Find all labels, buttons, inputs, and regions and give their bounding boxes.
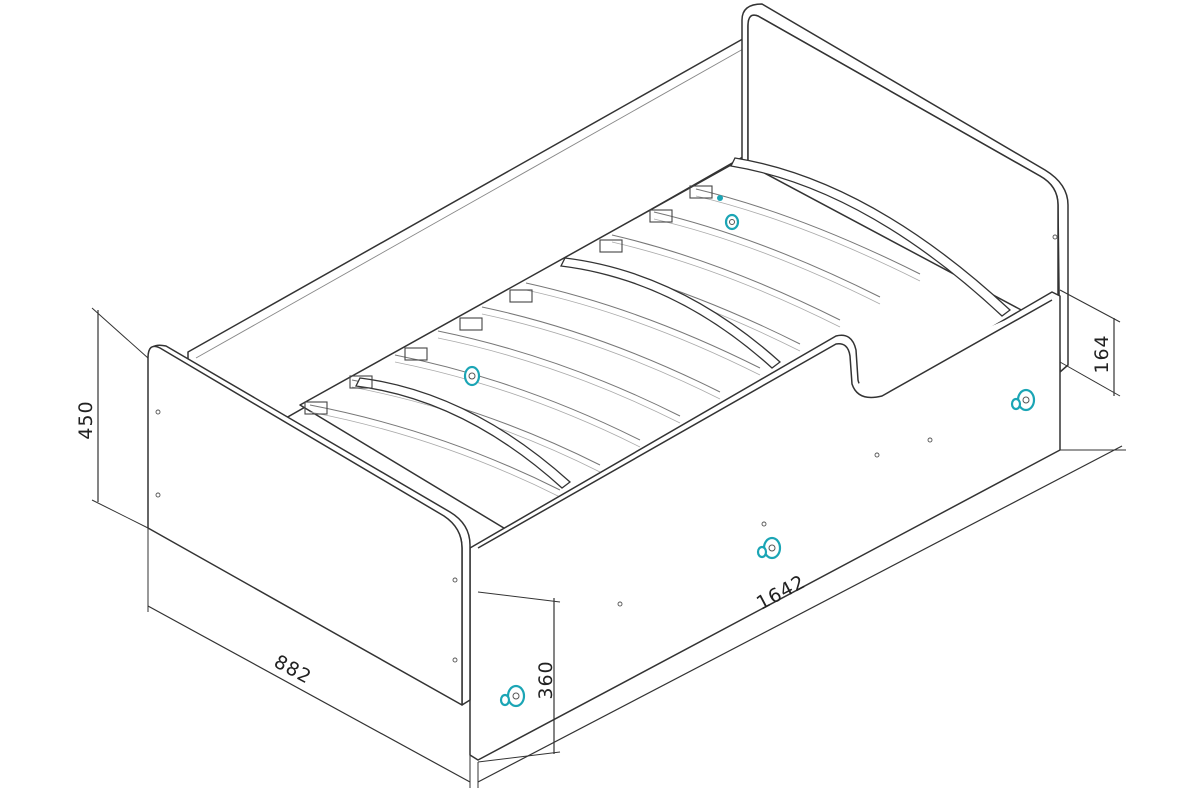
slat-clips: [304, 185, 713, 415]
screw-hole: [927, 437, 933, 443]
dimension-lines: [97, 310, 1123, 783]
caster-wheel: [463, 365, 481, 387]
slat-holder-rails: [355, 157, 1012, 489]
screw-hole: [761, 521, 767, 527]
caster-wheel: [499, 684, 526, 708]
screw-hole: [155, 409, 161, 415]
caster-wheel: [724, 213, 740, 231]
front-side-panel: [469, 291, 1061, 761]
length-dimension-line: [477, 445, 1123, 783]
extension-lines: [91, 289, 1126, 788]
back-end-panel: [741, 3, 1069, 373]
screw-hole: [155, 492, 161, 498]
screw-hole: [1052, 234, 1058, 240]
headboard-height-label: 450: [75, 400, 97, 439]
caster-wheel: [756, 536, 782, 560]
screw-hole: [617, 601, 623, 607]
fastener-mark: [717, 195, 723, 201]
cutout-height-label: 164: [1091, 334, 1113, 373]
caster-wheel: [1010, 388, 1036, 412]
slatted-base: [299, 157, 1041, 581]
screw-hole: [452, 657, 458, 663]
bed-width-label: 882: [270, 651, 315, 689]
screw-hole: [452, 577, 458, 583]
caster-wheels: [463, 213, 1036, 708]
front-end-panel: [147, 344, 471, 706]
side-height-label: 360: [535, 660, 557, 699]
width-dimension-line: [147, 605, 471, 783]
screw-hole: [874, 452, 880, 458]
